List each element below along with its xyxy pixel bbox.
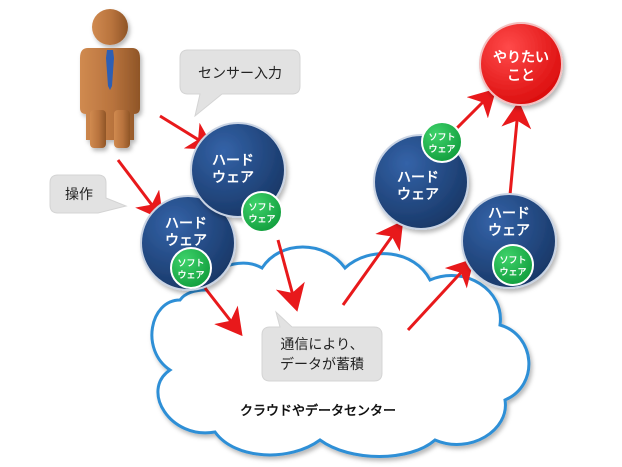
data-storage-line2: データが蓄積 [280,356,364,373]
arrow-cloud-to-hw3 [341,220,404,306]
arrow-hw1-to-cloud [203,287,243,337]
hardware-label-line2: ウェア [165,233,207,249]
hardware-node-1: ハード ウェア ソフト ウェア [140,195,236,291]
operation-callout: 操作 [49,174,128,214]
software-label-line1: ソフト [428,132,455,143]
hardware-label-line2: ウェア [488,223,530,239]
hardware-label-line1: ハード [488,206,530,222]
hardware-label-line2: ウェア [212,170,254,186]
arrow-person-to-hw2 [159,114,215,150]
hardware-label-line1: ハード [397,170,439,186]
hardware-node-3: ハード ウェア ソフト ウェア [373,121,469,230]
software-label-line2: ウェア [499,267,526,278]
hardware-label-line1: ハード [212,153,254,169]
tie-icon [106,50,114,90]
cloud-label: クラウドやデータセンター [240,403,396,419]
sensor-input-text: センサー入力 [198,66,282,82]
goal-label-line1: やりたい [493,50,549,66]
software-badge-1: ソフト ウェア [170,247,212,289]
software-label-line1: ソフト [499,255,526,266]
sensor-input-callout: センサー入力 [179,49,301,118]
data-storage-callout: 通信により、 データが蓄積 [261,310,383,382]
data-storage-line1: 通信により、 [280,337,363,353]
hardware-node-2: ハード ウェア ソフト ウェア [190,122,286,233]
arrow-hw2-to-cloud [275,239,305,312]
software-label-line1: ソフト [177,258,204,269]
goal-label-line2: こと [507,68,535,84]
arrow-person-to-hw1 [116,159,164,221]
software-label-line2: ウェア [428,144,455,155]
software-badge-2: ソフト ウェア [241,191,283,233]
hardware-label-line2: ウェア [397,187,439,203]
arrow-cloud-to-hw4 [406,258,475,332]
software-label-line1: ソフト [248,202,275,213]
software-badge-4: ソフト ウェア [492,244,534,286]
hardware-label-line1: ハード [165,216,207,232]
arrow-hw4-to-goal [501,101,532,196]
software-label-line2: ウェア [177,270,204,281]
goal-node: やりたい こと [479,22,563,106]
hardware-node-4: ハード ウェア ソフト ウェア [461,193,557,289]
operation-text: 操作 [65,187,93,203]
software-badge-3: ソフト ウェア [421,121,463,163]
person-figure [80,9,140,148]
software-label-line2: ウェア [248,214,275,225]
